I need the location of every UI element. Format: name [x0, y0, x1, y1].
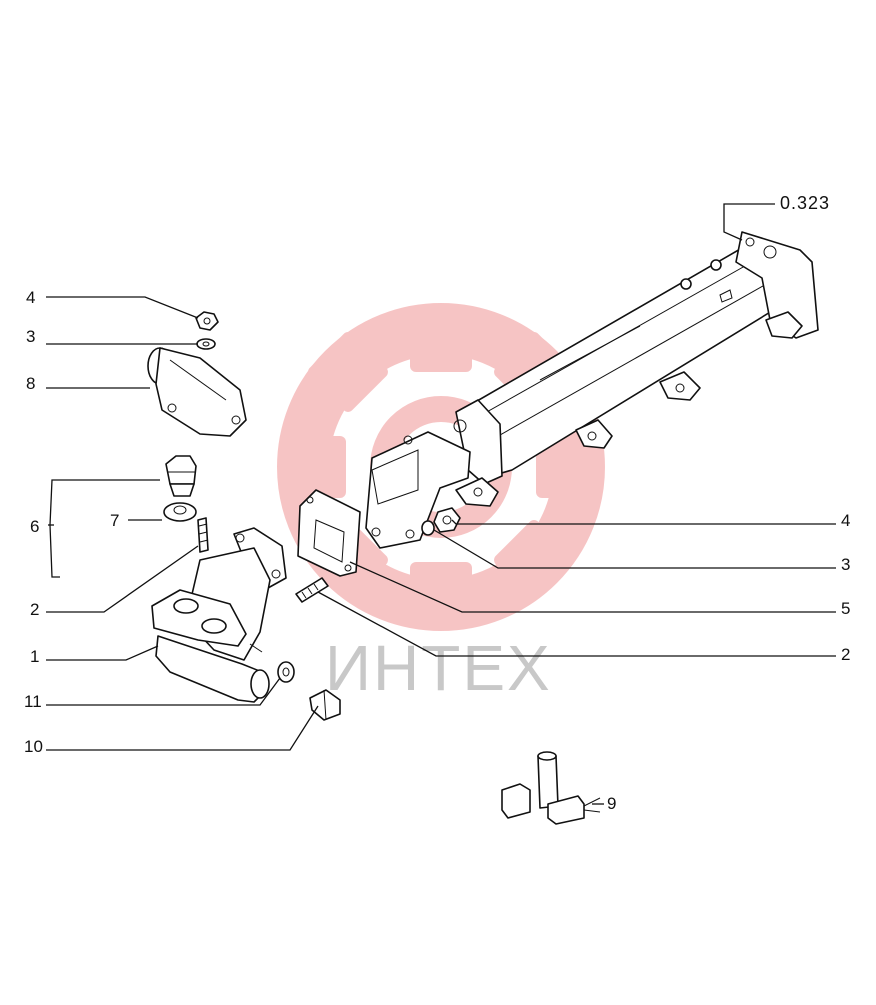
callout-right-5: 5 [841, 599, 850, 618]
callout-right-2: 2 [841, 645, 850, 664]
callout-kit-9: 9 [607, 794, 616, 813]
callout-left-8: 8 [26, 374, 35, 393]
plug-bolt [309, 689, 341, 721]
water-outlet-housing [151, 527, 287, 703]
callout-left-2: 2 [30, 600, 39, 619]
callout-left-10: 10 [24, 737, 43, 756]
callout-left-7: 7 [110, 511, 119, 530]
nut-and-washer-right [421, 507, 461, 536]
washer-bottom [277, 661, 295, 683]
callout-left-6: 6 [30, 517, 39, 536]
nut-top-left [195, 311, 219, 331]
stud-left [197, 517, 209, 553]
callout-left-3: 3 [26, 327, 35, 346]
leader-lines [46, 203, 836, 805]
seal-ring [163, 502, 197, 522]
gasket-plate [297, 489, 361, 577]
thermostat [165, 455, 197, 497]
washer-top-left [196, 338, 216, 350]
callout-left-1: 1 [30, 647, 39, 666]
callout-left-4: 4 [26, 288, 35, 307]
sealant-kit [501, 751, 601, 825]
reference-label: 0.323 [780, 193, 830, 213]
elbow-fitting [147, 347, 247, 437]
callout-left-11: 11 [24, 692, 42, 711]
watermark-text: ИНТЕХ [325, 632, 552, 704]
callout-right-3: 3 [841, 555, 850, 574]
stud-right [295, 577, 329, 603]
exhaust-manifold [365, 231, 819, 549]
callout-right-4: 4 [841, 511, 850, 530]
